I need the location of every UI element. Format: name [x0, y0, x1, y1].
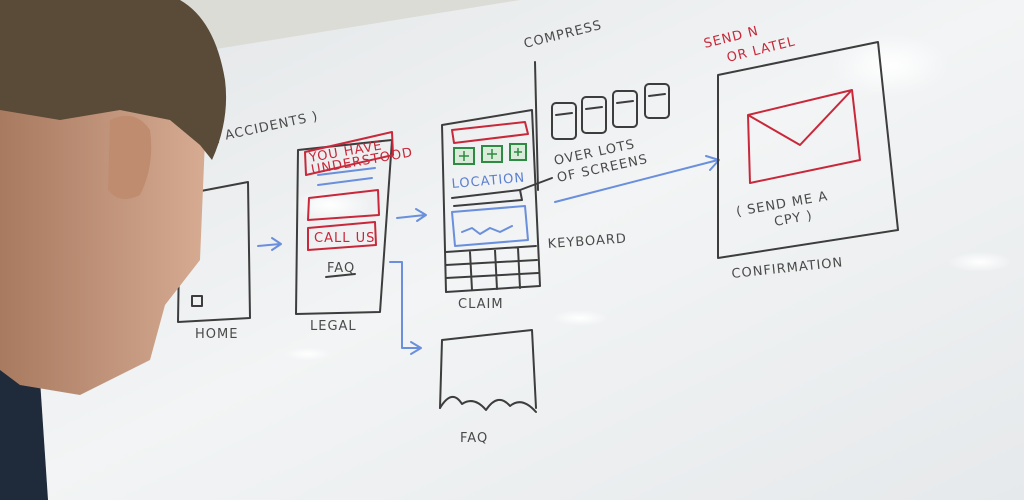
keyboard-label: KEYBOARD: [547, 231, 627, 251]
person-ear: [108, 115, 152, 199]
wall-top: [180, 0, 520, 50]
arrow-home-to-legal: [257, 237, 282, 251]
claim-label: CLAIM: [458, 297, 504, 312]
envelope-icon: [747, 89, 861, 184]
faq-link-sketch: FAQ: [327, 261, 355, 276]
location-field-sketch: LOCATION: [451, 171, 526, 192]
person-hair: [0, 0, 227, 160]
arrow-legal-to-faq: [389, 261, 422, 355]
compressed-screens-sketch: [551, 83, 670, 140]
claim-screen-sketch: [441, 109, 541, 293]
send-copy-line2: CPY ): [773, 208, 814, 230]
home-checkbox-sketch: [191, 295, 203, 307]
faq-screen-sketch: [439, 329, 537, 413]
light-glare: [552, 310, 608, 326]
call-us-button-sketch: CALL US: [314, 231, 375, 246]
person-face: [0, 60, 205, 395]
confirmation-screen-sketch: [717, 41, 899, 259]
light-glare: [284, 347, 332, 361]
compress-bracket: [534, 61, 539, 191]
arrow-legal-to-claim: [396, 208, 427, 222]
person-shirt: [0, 360, 48, 500]
legal-screen-sketch: [295, 131, 394, 315]
home-label: HOME: [195, 327, 238, 342]
light-glare: [948, 252, 1012, 272]
pointer-line: [519, 177, 553, 191]
person-foreground: [0, 0, 227, 500]
legal-label: LEGAL: [310, 319, 357, 334]
faq-label: FAQ: [460, 431, 488, 446]
light-glare: [830, 33, 950, 97]
